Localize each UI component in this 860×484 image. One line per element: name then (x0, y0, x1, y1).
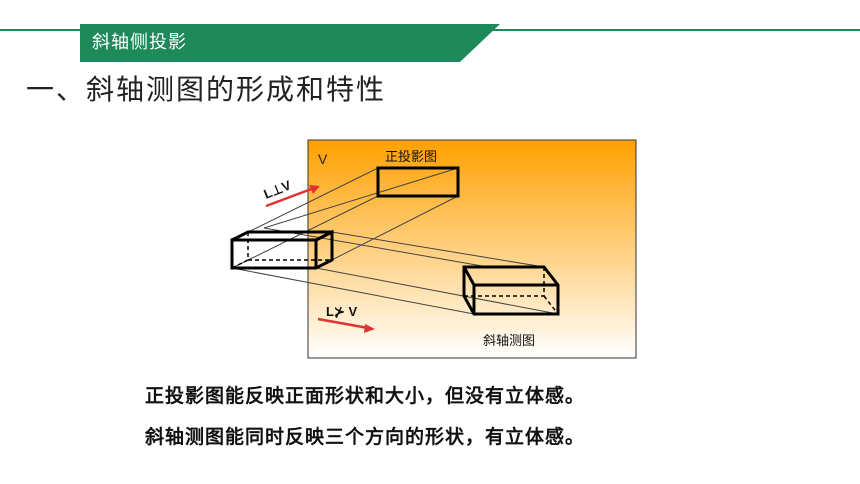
plane-label: V (318, 151, 328, 167)
front-projection-label: 正投影图 (385, 149, 437, 165)
oblique-box (462, 265, 560, 316)
page-title: 一、斜轴测图的形成和特性 (26, 73, 387, 106)
caption-oblique-drawing: 斜轴测图能同时反映三个方向的形状，有立体感。 (145, 426, 586, 448)
section-banner (80, 24, 500, 62)
perpendicular-arrow (265, 185, 320, 208)
projection-plane-v (307, 139, 637, 359)
oblique-drawing-label: 斜轴测图 (483, 334, 535, 349)
oblique-arrow (317, 317, 375, 333)
front-projection-rect (376, 166, 460, 198)
section-title: 斜轴侧投影 (92, 32, 187, 53)
oblique-projection-figure: V 正投影图 斜轴测图 L⊥V L⊁ V (230, 139, 637, 359)
oblique-arrow-label: L⊁ V (326, 304, 357, 319)
caption-front-projection: 正投影图能反映正面形状和大小，但没有立体感。 (145, 385, 586, 407)
source-box (230, 229, 334, 270)
projection-lines (231, 167, 559, 315)
